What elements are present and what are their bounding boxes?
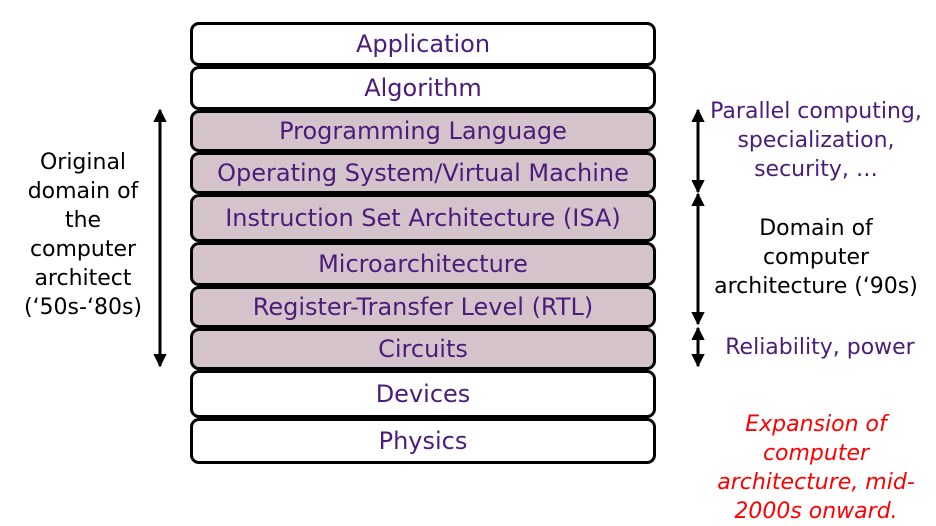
layer-operating-system: Operating System/Virtual Machine (190, 152, 656, 194)
layer-microarchitecture: Microarchitecture (190, 242, 656, 286)
expansion-line: architecture, mid- (717, 470, 915, 495)
domain90s-line: computer (762, 245, 870, 270)
reliability-line: Reliability, power (725, 335, 915, 360)
domain90s-line: architecture (‘90s) (714, 274, 918, 299)
left-annotation-line: architect (34, 266, 132, 291)
expansion-line: 2000s onward. (734, 499, 898, 524)
layer-rtl: Register-Transfer Level (RTL) (190, 286, 656, 328)
layer-physics: Physics (190, 418, 656, 464)
layer-programming-language: Programming Language (190, 110, 656, 152)
left-annotation-line: Original (39, 150, 127, 175)
layer-circuits: Circuits (190, 328, 656, 370)
left-annotation-line: domain of (27, 179, 139, 204)
layer-application: Application (190, 22, 656, 66)
parallel-annotation: Parallel computing, specialization, secu… (703, 97, 929, 184)
expansion-line: Expansion of (745, 412, 887, 437)
parallel-line: security, … (754, 157, 878, 182)
expansion-annotation: Expansion of computer architecture, mid-… (703, 410, 929, 526)
left-annotation-line: (‘50s-‘80s) (23, 295, 142, 320)
layer-isa: Instruction Set Architecture (ISA) (190, 194, 656, 242)
domain90s-annotation: Domain of computer architecture (‘90s) (703, 214, 929, 301)
domain90s-line: Domain of (759, 216, 873, 241)
left-domain-annotation: Original domain of the computer architec… (10, 148, 156, 322)
parallel-line: Parallel computing, (710, 99, 922, 124)
parallel-line: specialization, (737, 128, 895, 153)
layer-devices: Devices (190, 370, 656, 418)
left-annotation-line: the (64, 208, 102, 233)
expansion-line: computer (762, 441, 870, 466)
layer-algorithm: Algorithm (190, 66, 656, 110)
left-annotation-line: computer (29, 237, 137, 262)
reliability-annotation: Reliability, power (708, 333, 932, 362)
